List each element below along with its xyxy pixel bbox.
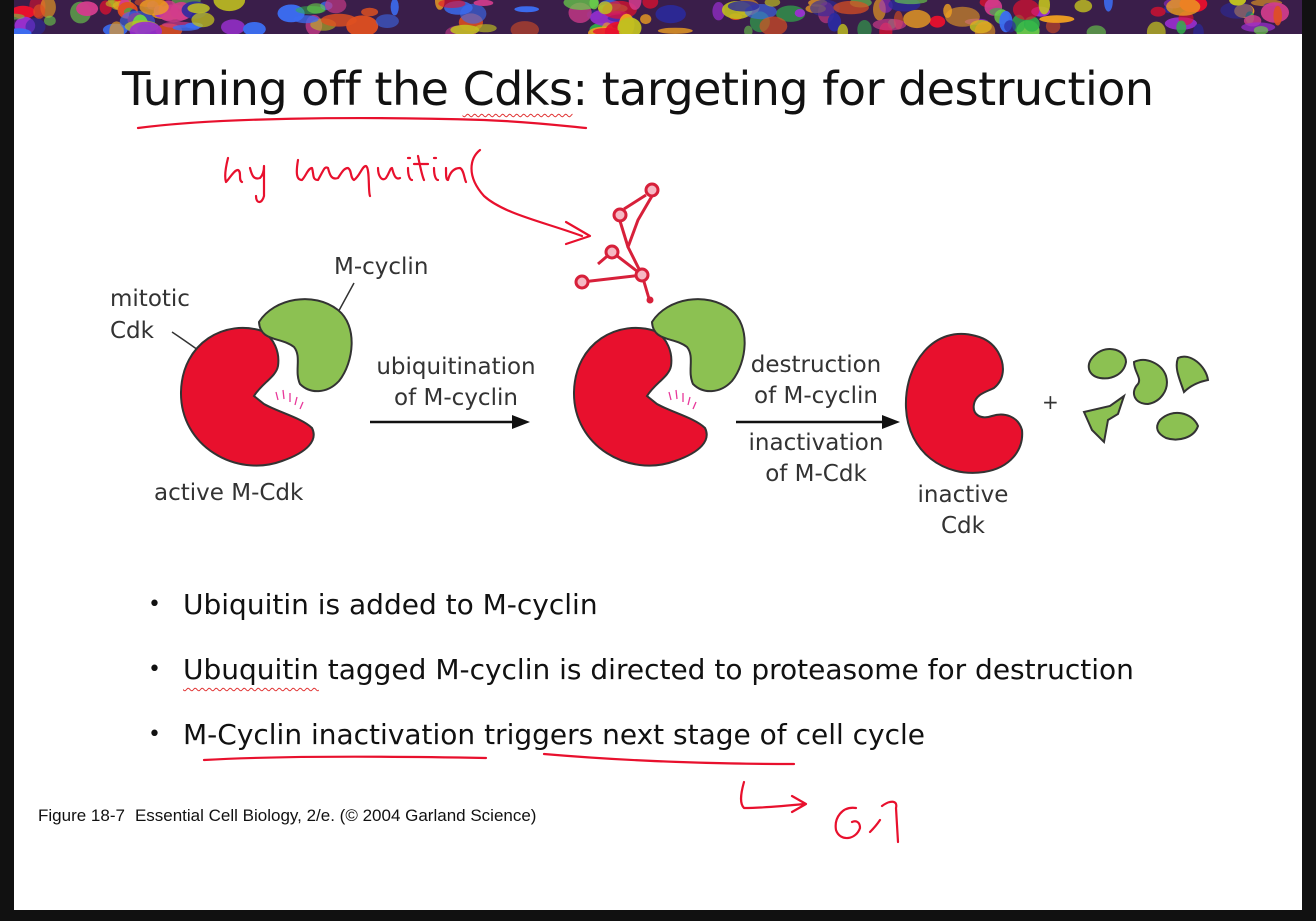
- tagged-binding-marks: [668, 389, 697, 410]
- tagged-cyclin-shape: [650, 298, 746, 393]
- tagged-cdk-shape: [572, 326, 708, 467]
- title-underline-ink: [136, 116, 588, 130]
- cdk-destruction-diagram: [136, 116, 1210, 844]
- bullet-list: • Ubiquitin is added to M-cyclin • Ubuquit…: [148, 580, 1134, 775]
- label-ubiquitination-line2: of M-cyclin: [394, 385, 518, 411]
- bullet-item: • Ubuquitin tagged M-cyclin is directed t…: [148, 645, 1134, 710]
- cyclin-fragments: [1082, 347, 1210, 445]
- bullet-item: • M-Cyclin inactivation triggers next sta…: [148, 710, 1134, 775]
- caption-text: Essential Cell Biology, 2/e. (© 2004 Gar…: [134, 806, 537, 825]
- slide-title: Turning off the Cdks: targeting for dest…: [122, 62, 1154, 116]
- mitotic-cdk-shape: [179, 326, 315, 467]
- label-destruction-line1: destruction: [750, 352, 882, 378]
- bullet-text: tagged M-cyclin is directed to proteasom…: [318, 653, 1134, 686]
- title-cdks: Cdks: [462, 62, 573, 116]
- label-destruction: destruction of M-cyclin: [730, 350, 902, 412]
- ubiquitin-chain: [574, 182, 660, 304]
- handwritten-ink: [136, 116, 900, 844]
- plus-sign: +: [1042, 390, 1059, 414]
- label-destruction-line2: of M-cyclin: [754, 383, 878, 409]
- decorative-banner-image: [14, 0, 1302, 34]
- label-inactive-cdk: inactive Cdk: [898, 480, 1028, 542]
- label-inactive-cdk-line2: Cdk: [941, 513, 985, 539]
- destruction-arrow: [736, 415, 900, 429]
- title-suffix: : targeting for destruction: [572, 62, 1155, 116]
- bullet-underlined-word: Ubuquitin: [183, 653, 319, 686]
- label-mitotic: mitotic: [110, 286, 190, 312]
- inactive-cdk-shape: [904, 333, 1024, 474]
- bullet-dot: •: [148, 722, 161, 747]
- label-m-cyclin: M-cyclin: [334, 254, 429, 280]
- bullet-text: Ubiquitin is added to M-cyclin: [183, 588, 598, 621]
- tagged-m-cdk-complex: [572, 298, 746, 467]
- handwritten-by-ubuquitin: [224, 154, 468, 204]
- inactivation-underline-ink: [202, 755, 488, 762]
- binding-marks: [275, 389, 304, 410]
- handwritten-g1: [834, 800, 900, 844]
- slide: Turning off the Cdks: targeting for dest…: [14, 0, 1302, 910]
- label-inactivation: inactivation of M-Cdk: [730, 428, 902, 490]
- figure-caption: Figure 18-7 Essential Cell Biology, 2/e. …: [38, 806, 536, 826]
- label-inactivation-line1: inactivation: [748, 430, 884, 456]
- title-prefix: Turning off the: [122, 62, 463, 116]
- label-inactive-cdk-line1: inactive: [917, 482, 1009, 508]
- m-cyclin-shape: [257, 298, 353, 393]
- bullet-dot: •: [148, 592, 161, 617]
- label-ubiquitination: ubiquitination of M-cyclin: [358, 352, 554, 414]
- arrow-to-g1-ink: [739, 780, 808, 814]
- caption-label: Figure 18-7: [38, 806, 125, 825]
- label-active-m-cdk: active M-Cdk: [154, 480, 304, 506]
- label-inactivation-line2: of M-Cdk: [765, 461, 867, 487]
- label-ubiquitination-line1: ubiquitination: [376, 354, 536, 380]
- bullet-item: • Ubiquitin is added to M-cyclin: [148, 580, 1134, 645]
- active-m-cdk-complex: [179, 298, 353, 467]
- label-cdk: Cdk: [110, 318, 154, 344]
- mitotic-cdk-leader: [171, 331, 199, 351]
- bullet-dot: •: [148, 657, 161, 682]
- ubiquitination-arrow: [370, 415, 530, 429]
- triggers-underline-ink: [542, 752, 796, 766]
- pointer-ink: [470, 148, 584, 238]
- bullet-text: M-Cyclin inactivation triggers next stag…: [183, 718, 926, 751]
